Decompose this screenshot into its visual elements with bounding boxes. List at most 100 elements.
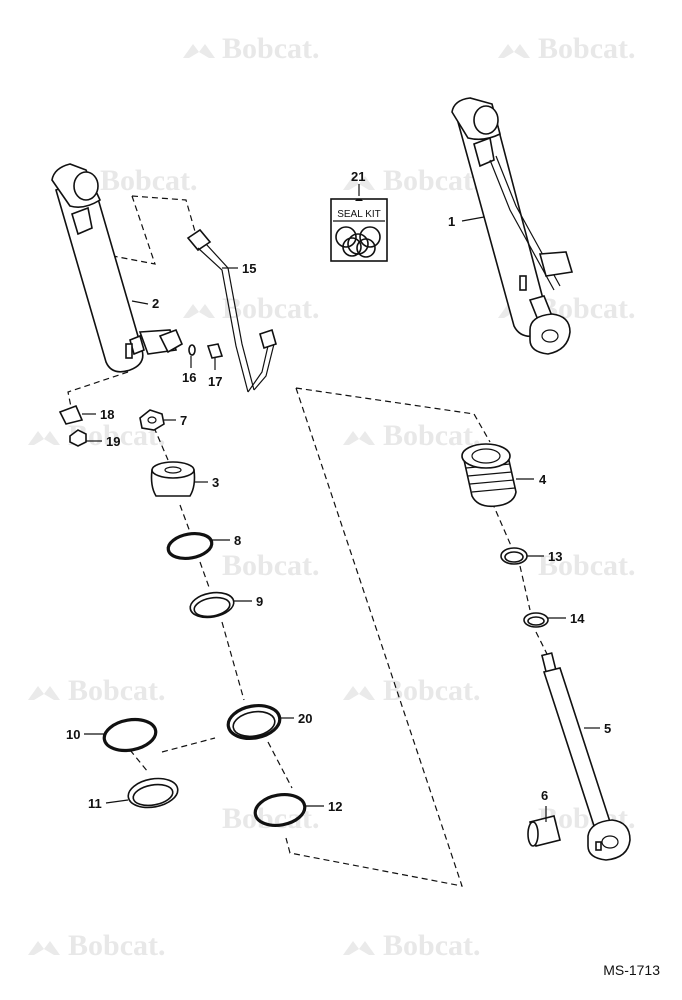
callout-2: 2	[152, 296, 159, 311]
dash-piston-axis	[149, 417, 293, 789]
ring-20-inner	[232, 710, 276, 738]
rod-eye	[587, 819, 631, 861]
bobcat-logo-icon	[498, 44, 530, 58]
o-ring-16	[188, 344, 196, 356]
dash-ring-10-11	[129, 749, 149, 773]
barrel-body	[55, 176, 144, 373]
callouts: 1 2 3 4 5 6 7 8 9 10 11 12 13 14 15 16 1…	[66, 169, 611, 814]
watermark-text: Bobcat.	[222, 32, 320, 65]
bobcat-logo-icon	[28, 686, 60, 700]
watermark-9: Bobcat.	[222, 549, 320, 582]
tube-line-a	[197, 247, 249, 393]
leader-1	[461, 216, 485, 222]
watermark-text: Bobcat.	[222, 292, 320, 325]
rod-grease	[595, 841, 602, 851]
watermark-text: Bobcat.	[383, 419, 481, 452]
nut-7	[139, 409, 165, 431]
bobcat-logo-icon	[28, 431, 60, 445]
callout-8: 8	[234, 533, 241, 548]
part-rod	[541, 652, 631, 861]
part-small-fittings	[188, 343, 224, 359]
assembly-tube-a	[489, 159, 555, 291]
watermark-4: Bobcat.	[343, 164, 481, 197]
bobcat-logo-icon	[183, 304, 215, 318]
callout-20: 20	[298, 711, 312, 726]
tube-lower-fitting	[259, 328, 277, 350]
tube-upper-fitting	[186, 228, 212, 252]
watermark-text: Bobcat.	[383, 674, 481, 707]
part-barrel	[51, 163, 184, 373]
callout-19: 19	[106, 434, 120, 449]
watermark-layer: Bobcat. Bobcat. Bobcat. Bobcat. Bobcat. …	[28, 32, 636, 962]
watermark-1: Bobcat.	[183, 32, 320, 65]
piston-bore	[164, 466, 182, 474]
callout-15: 15	[242, 261, 256, 276]
bobcat-logo-icon	[343, 431, 375, 445]
dash-big-frame	[285, 387, 491, 887]
barrel-port-fitting	[71, 206, 93, 236]
tube-line-d	[253, 343, 275, 391]
callout-7: 7	[180, 413, 187, 428]
fitting-elbow	[158, 328, 184, 354]
head-bore	[471, 448, 501, 464]
callout-14: 14	[570, 611, 585, 626]
head-top	[461, 443, 511, 469]
part-cylinder-assembly	[451, 97, 574, 355]
part-head	[461, 443, 517, 508]
seal-kit-rings-icon	[335, 226, 381, 258]
bobcat-logo-icon	[343, 941, 375, 955]
watermark-16: Bobcat.	[343, 929, 481, 962]
callout-4: 4	[539, 472, 547, 487]
tube-line-b	[205, 243, 255, 391]
watermark-10: Bobcat.	[538, 549, 636, 582]
callout-10: 10	[66, 727, 80, 742]
bobcat-logo-icon	[343, 176, 375, 190]
nut-19	[69, 429, 87, 447]
callout-21: 21	[351, 169, 365, 184]
callout-5: 5	[604, 721, 611, 736]
assembly-rod-eye	[529, 313, 571, 355]
ring-12	[253, 793, 307, 827]
bushing-end	[527, 821, 539, 847]
ring-9	[189, 591, 235, 619]
ring-11-inner	[132, 783, 174, 807]
callout-11: 11	[88, 796, 102, 811]
dash-barrel-to-nut	[67, 371, 129, 413]
seal-13-inner	[504, 551, 524, 563]
seal-14-inner	[527, 616, 545, 626]
watermark-2: Bobcat.	[498, 32, 636, 65]
leader-11	[105, 799, 129, 804]
watermark-text: Bobcat.	[100, 164, 198, 197]
dash-barrel-to-tube	[131, 195, 197, 236]
ring-8	[166, 531, 214, 561]
callout-6: 6	[541, 788, 548, 803]
part-bushing	[527, 815, 561, 847]
dash-ring-link	[161, 737, 216, 753]
part-nuts	[58, 404, 165, 447]
watermark-5: Bobcat.	[183, 292, 320, 325]
watermark-text: Bobcat.	[383, 164, 481, 197]
callout-17: 17	[208, 374, 222, 389]
assembly-port-block	[538, 251, 574, 277]
callout-9: 9	[256, 594, 263, 609]
nut-7-hole	[147, 416, 157, 424]
watermark-text: Bobcat.	[538, 549, 636, 582]
watermark-text: Bobcat.	[68, 929, 166, 962]
ring-11	[127, 777, 179, 809]
seal-kit-hanger-icon	[355, 198, 363, 201]
watermark-text: Bobcat.	[68, 674, 166, 707]
fitting-17	[206, 343, 224, 359]
callout-1: 1	[448, 214, 455, 229]
seal-kit: SEAL KIT	[330, 198, 388, 262]
head-body	[463, 455, 517, 508]
assembly-fitting	[473, 136, 495, 168]
tube-line-c	[247, 345, 269, 393]
part-tube	[186, 228, 277, 393]
barrel-cap-end	[73, 171, 99, 201]
bobcat-logo-icon	[183, 44, 215, 58]
bobcat-logo-icon	[343, 686, 375, 700]
seal-kit-label: SEAL KIT	[337, 209, 381, 220]
bobcat-logo-icon	[28, 941, 60, 955]
watermark-15: Bobcat.	[28, 929, 166, 962]
